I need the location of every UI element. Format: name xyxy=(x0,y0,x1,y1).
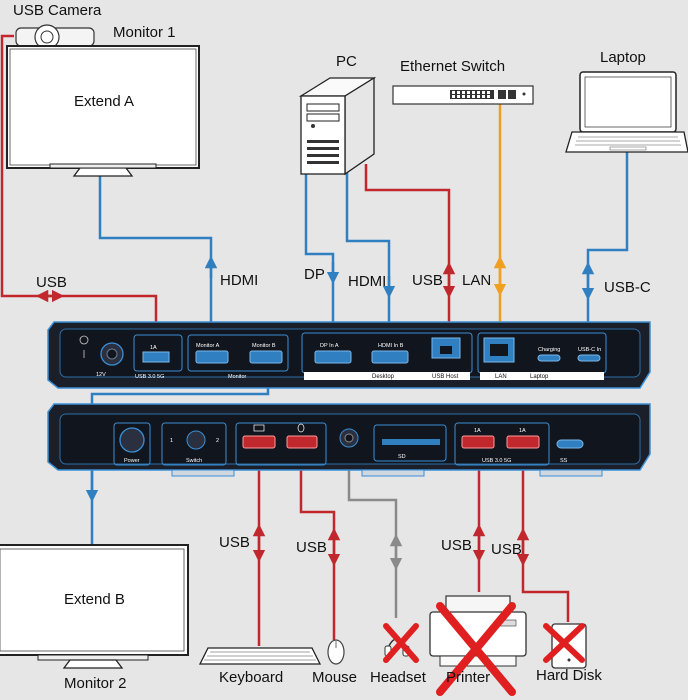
hdmi-in-b-port[interactable] xyxy=(371,350,409,364)
unsupported-crosses xyxy=(383,602,585,696)
switch-2-label: 2 xyxy=(216,438,219,444)
front-usbc-port[interactable] xyxy=(556,439,584,449)
power-in-label: 12V xyxy=(96,372,106,378)
pc-tower xyxy=(298,76,377,176)
cable-usb-pc xyxy=(364,164,451,345)
keyboard-label: Keyboard xyxy=(219,669,284,686)
laptop-label: Laptop xyxy=(600,49,646,66)
usb-right-label: 1A xyxy=(519,428,526,434)
cable-hdmi-monitor-a xyxy=(98,176,213,345)
monitor-b-label: Monitor B xyxy=(252,343,276,349)
usb-keyboard-cable-label: USB xyxy=(219,534,250,551)
hdmi-in-b-label: HDMI In B xyxy=(378,343,404,349)
cable-hdmi-pc xyxy=(345,168,391,345)
usb-mouse-cable-label: USB xyxy=(296,539,327,556)
laptop xyxy=(565,71,688,153)
hard-disk-label: Hard Disk xyxy=(536,667,602,684)
lan-label: LAN xyxy=(495,374,507,380)
switch-1-label: 1 xyxy=(170,438,173,444)
cables xyxy=(0,34,629,646)
power-in-port: 12V xyxy=(96,342,124,378)
power-button[interactable] xyxy=(119,427,145,453)
mouse-icon xyxy=(297,423,305,433)
usb-3-port[interactable] xyxy=(142,351,170,363)
usb-camera-cable-label: USB xyxy=(36,274,67,291)
mouse-label: Mouse xyxy=(312,669,358,686)
printer-cross-icon xyxy=(436,602,516,696)
hdmi-monitor-a-cable-label: HDMI xyxy=(220,272,259,289)
monitor-b-port[interactable] xyxy=(249,350,283,364)
usb-host-label: USB Host xyxy=(432,374,459,380)
dp-cable-label: DP xyxy=(304,266,325,283)
dp-in-a-label: DP In A xyxy=(320,343,339,349)
usb-c-in-label: USB-C In xyxy=(578,347,601,353)
sd-label: SD xyxy=(398,454,406,460)
headset-cross-icon xyxy=(383,623,419,663)
charging-port[interactable] xyxy=(537,354,561,362)
monitor-a-label: Monitor A xyxy=(196,343,220,349)
ethernet-switch xyxy=(392,85,534,105)
usb-group-front-label: USB 3.0 5G xyxy=(482,458,511,464)
desktop-group-label: Desktop xyxy=(372,374,395,380)
cable-audio-headset xyxy=(347,452,398,618)
laptop-group-label: Laptop xyxy=(530,374,549,380)
monitor-1-screen-label: Extend A xyxy=(74,93,135,110)
charging-label: Charging xyxy=(538,347,560,353)
mouse-usb-port[interactable] xyxy=(286,435,318,449)
hard-disk-usb-port[interactable] xyxy=(506,435,540,449)
lan-cable-label: LAN xyxy=(462,272,492,289)
hard-disk-cross-icon xyxy=(543,623,585,663)
usb-group-label: USB 3.0 5G xyxy=(135,374,164,380)
ethernet-switch-label: Ethernet Switch xyxy=(400,58,506,75)
usb-hard-disk-cable-label: USB xyxy=(491,541,522,558)
usb-port-label: 1A xyxy=(150,345,157,351)
headset-label: Headset xyxy=(370,669,426,686)
monitor-2-label: Monitor 2 xyxy=(64,675,127,692)
power-label: Power xyxy=(124,458,140,464)
cable-usb-mouse xyxy=(299,452,336,640)
dock-front-panel: Power 1 2 Switch SD 1A 1A USB 3.0 5G SS xyxy=(47,403,651,477)
cable-usb-camera xyxy=(0,34,158,345)
keyboard-device xyxy=(198,647,322,665)
usb-pc-cable-label: USB xyxy=(412,272,443,289)
cable-dp-pc xyxy=(304,168,335,345)
sd-card-slot[interactable] xyxy=(382,439,440,445)
mouse-device xyxy=(327,639,345,665)
dp-in-a-port[interactable] xyxy=(314,350,352,364)
monitor-1 xyxy=(6,45,200,177)
keyboard-icon xyxy=(253,424,265,432)
printer-usb-port[interactable] xyxy=(461,435,495,449)
cable-usbc-laptop xyxy=(586,152,629,345)
switch-button[interactable] xyxy=(186,430,206,450)
dock-back-panel: 12V 1A USB 3.0 5G Monitor A Monitor B Mo… xyxy=(47,321,651,389)
usbc-cable-label: USB-C xyxy=(604,279,651,296)
usb-left-label: 1A xyxy=(474,428,481,434)
switch-label: Switch xyxy=(186,458,202,464)
usb-printer-cable-label: USB xyxy=(441,537,472,554)
monitor-2 xyxy=(0,544,189,669)
monitor-group-label: Monitor xyxy=(228,374,247,380)
pc-label: PC xyxy=(336,53,357,70)
monitor-1-label: Monitor 1 xyxy=(113,24,176,41)
keyboard-usb-port[interactable] xyxy=(242,435,276,449)
ground-icon xyxy=(79,335,89,358)
hdmi-pc-cable-label: HDMI xyxy=(348,273,387,290)
monitor-2-screen-label: Extend B xyxy=(64,591,125,608)
cable-usb-hard-disk xyxy=(521,452,570,622)
printer-label: Printer xyxy=(446,669,491,686)
usb-c-in-port[interactable] xyxy=(577,354,601,362)
usb-camera-label: USB Camera xyxy=(13,2,102,19)
monitor-a-port[interactable] xyxy=(195,350,229,364)
usbc-front-label: SS xyxy=(560,458,568,464)
